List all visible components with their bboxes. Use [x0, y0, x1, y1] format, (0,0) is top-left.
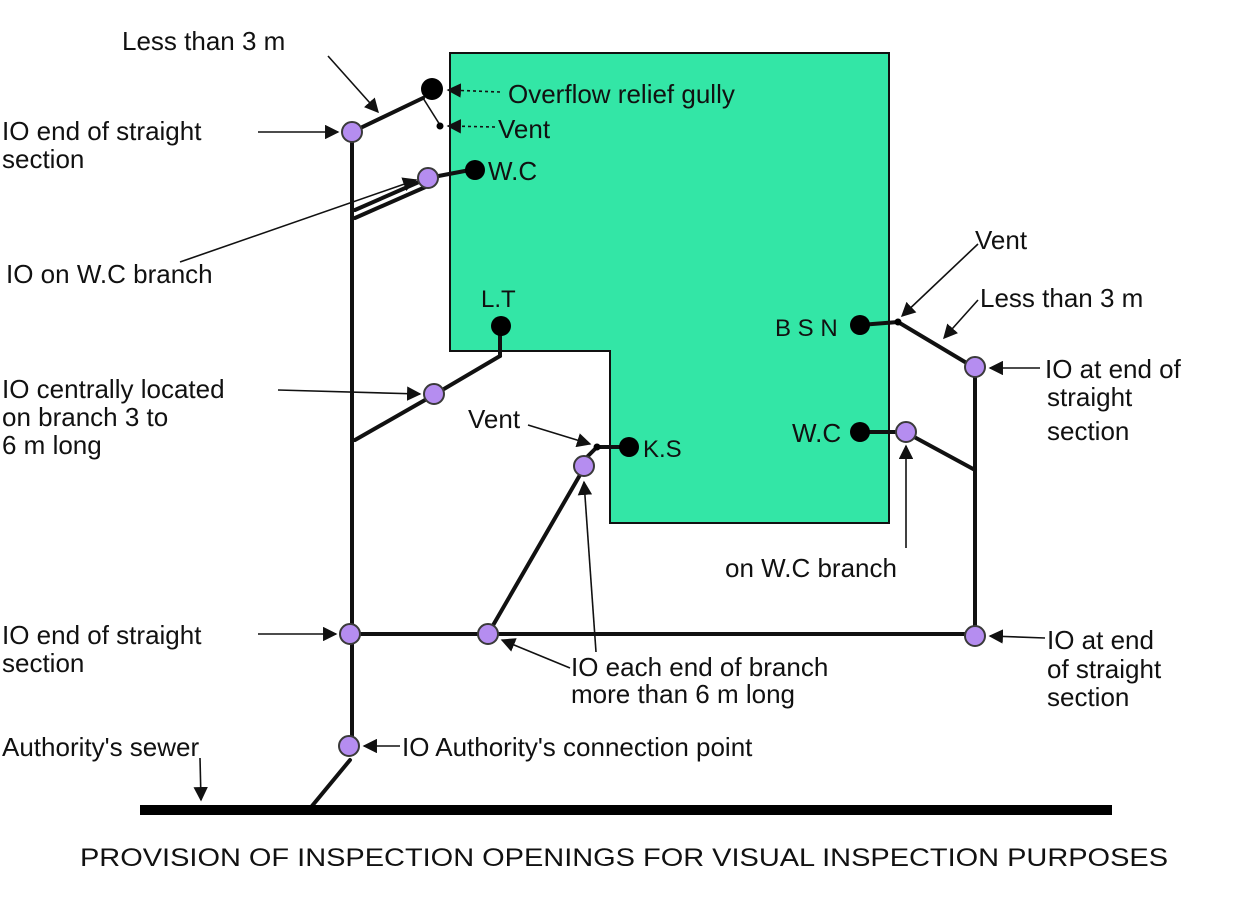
vent-ks-label: Vent — [468, 404, 521, 434]
ks-dot — [619, 437, 639, 457]
leader-lines — [179, 55, 1046, 802]
io-at-end-right-3: section — [1047, 416, 1129, 446]
io-authority-label: IO Authority's connection point — [402, 732, 753, 762]
io-central-label-2: on branch 3 to — [2, 402, 168, 432]
wc-top-dot — [465, 160, 485, 180]
wc-top-label: W.C — [488, 156, 537, 186]
io-end-top-label-2: section — [2, 144, 84, 174]
fixtures — [421, 78, 902, 457]
authority-sewer-pipe — [140, 805, 1112, 815]
ks-label: K.S — [643, 436, 682, 463]
io-each-end-label-2: more than 6 m long — [571, 679, 795, 709]
vent-top-label: Vent — [498, 114, 551, 144]
io-wc-branch — [417, 167, 439, 189]
io-top-left — [341, 121, 363, 143]
lt-dot — [491, 316, 511, 336]
io-main-mid — [477, 623, 499, 645]
diagram-caption: PROVISION OF INSPECTION OPENINGS FOR VIS… — [80, 844, 1168, 872]
io-end-bottom-label-2: section — [2, 648, 84, 678]
io-main-left — [339, 623, 361, 645]
overflow-gully-dot — [421, 78, 443, 100]
vent-top-dot — [436, 122, 444, 130]
io-lt-branch — [423, 383, 445, 405]
io-end-top-label-1: IO end of straight — [2, 116, 202, 146]
less-than-right-label: Less than 3 m — [980, 283, 1143, 313]
io-main-right — [964, 625, 986, 647]
io-central-label-1: IO centrally located — [2, 374, 225, 404]
io-ks-branch — [573, 455, 595, 477]
on-wc-branch-label: on W.C branch — [725, 553, 897, 583]
bsn-dot — [850, 315, 870, 335]
io-each-end-label-1: IO each end of branch — [571, 652, 828, 682]
vent-right-label: Vent — [975, 225, 1028, 255]
inspection-openings — [338, 121, 986, 757]
io-at-end-bottom-3: section — [1047, 682, 1129, 712]
io-authority — [338, 735, 360, 757]
io-right-top — [964, 356, 986, 378]
io-at-end-bottom-1: IO at end — [1047, 625, 1154, 655]
lt-label: L.T — [481, 286, 516, 313]
io-at-end-right-2: straight — [1047, 382, 1133, 412]
wc-right-dot — [850, 422, 870, 442]
building-footprint — [449, 52, 890, 524]
vent-right-dot — [894, 318, 902, 326]
io-end-bottom-label-1: IO end of straight — [2, 620, 202, 650]
wc-right-label: W.C — [792, 418, 841, 448]
io-at-end-bottom-2: of straight — [1047, 654, 1162, 684]
io-central-label-3: 6 m long — [2, 430, 102, 460]
authority-sewer-label: Authority's sewer — [2, 732, 199, 762]
overflow-label: Overflow relief gully — [508, 79, 735, 109]
vent-ks-dot — [593, 443, 601, 451]
io-wc-right — [895, 421, 917, 443]
io-wc-branch-label: IO on W.C branch — [6, 259, 213, 289]
less-than-top-label: Less than 3 m — [122, 26, 285, 56]
io-at-end-right-1: IO at end of — [1045, 354, 1182, 384]
bsn-label: B S N — [775, 315, 838, 342]
